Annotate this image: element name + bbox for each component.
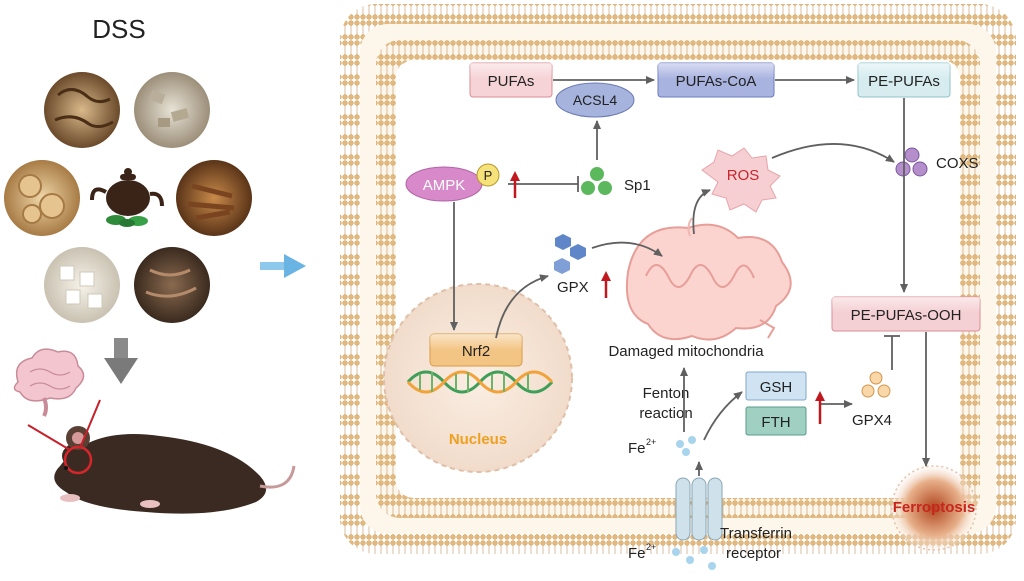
arrow-gpx-to-mito [591,241,663,257]
fth-label: FTH [761,414,790,431]
nucleus-label: Nucleus [449,431,507,448]
pufas-coa-box: PUFAs-CoA [657,62,775,98]
pufas-box: PUFAs [469,62,553,98]
herb-discs [4,160,80,236]
fenton-label-1: Fenton [643,385,690,402]
herb-cubes [44,247,120,323]
fenton-label-2: reaction [639,405,692,422]
sp1-node: Sp1 [581,167,651,195]
gsh-box: GSH [745,371,807,401]
acsl4-ellipse: ACSL4 [555,82,635,118]
ampk-node: AMPK P [405,163,500,202]
gpx-label: GPX [557,279,589,296]
herb-slices [44,72,120,148]
fe-inner-charge: 2+ [646,437,656,447]
brain-icon [13,348,85,417]
fe-inner: Fe 2+ [628,436,696,457]
fe-outer: Fe 2+ [628,542,716,570]
herb-chips [134,72,210,148]
fth-box: FTH [745,406,807,436]
nrf2-label: Nrf2 [462,343,490,360]
down-arrow [104,338,138,384]
nrf2-box: Nrf2 [429,333,523,367]
gpx4-node: GPX4 [852,371,892,429]
coxs-label: COXS [936,155,979,172]
ampk-label: AMPK [423,177,466,194]
arrow-mito-to-ros [692,189,711,235]
gpx-node: GPX [554,234,589,296]
left-panel: DSS [4,14,296,514]
dna-helix [406,370,554,394]
pufas-label: PUFAs [488,73,535,90]
pathway-arrows [450,76,930,476]
coxs-node: COXS [895,147,979,177]
fe-outer-label: Fe [628,545,646,562]
mitochondria: Damaged mitochondria [608,217,792,360]
transferrin-label-1: Transferrin [720,525,792,542]
arrow-ros-to-coxs [771,143,895,163]
phospho-label: P [484,168,493,183]
upregulation-arrows [510,171,825,424]
transferrin-label-2: receptor [726,545,781,562]
arrow-fe-to-gsh [703,391,743,441]
acsl4-label: ACSL4 [573,92,618,108]
fenton-label-group: Fenton reaction [639,385,692,422]
ros-label: ROS [727,167,760,184]
pe-pufas-box: PE-PUFAs [857,62,951,98]
gpx4-label: GPX4 [852,412,892,429]
fe-outer-charge: 2+ [646,542,656,552]
mito-label: Damaged mitochondria [608,343,764,360]
herb-roots [134,247,210,323]
mouse-icon [27,399,296,514]
ferroptosis-node: Ferroptosis [888,462,980,554]
nucleus: Nucleus Nrf2 [383,283,573,473]
ros-node: ROS [701,147,781,213]
transition-arrow [260,254,306,278]
pe-pufas-label: PE-PUFAs [868,73,940,90]
sp1-label: Sp1 [624,177,651,194]
ferroptosis-label: Ferroptosis [893,499,976,516]
teapot-icon [90,168,164,227]
herb-strips [176,160,252,236]
fe-inner-label: Fe [628,440,646,457]
transferrin-receptor: Transferrin receptor [675,477,792,562]
pufas-coa-label: PUFAs-CoA [676,73,757,90]
gsh-label: GSH [760,379,793,396]
pe-pufas-ooh-box: PE-PUFAs-OOH [831,296,981,332]
dss-title: DSS [92,14,145,44]
pe-pufas-ooh-label: PE-PUFAs-OOH [851,307,962,324]
arrow-nrf2-to-gpx [495,274,549,339]
